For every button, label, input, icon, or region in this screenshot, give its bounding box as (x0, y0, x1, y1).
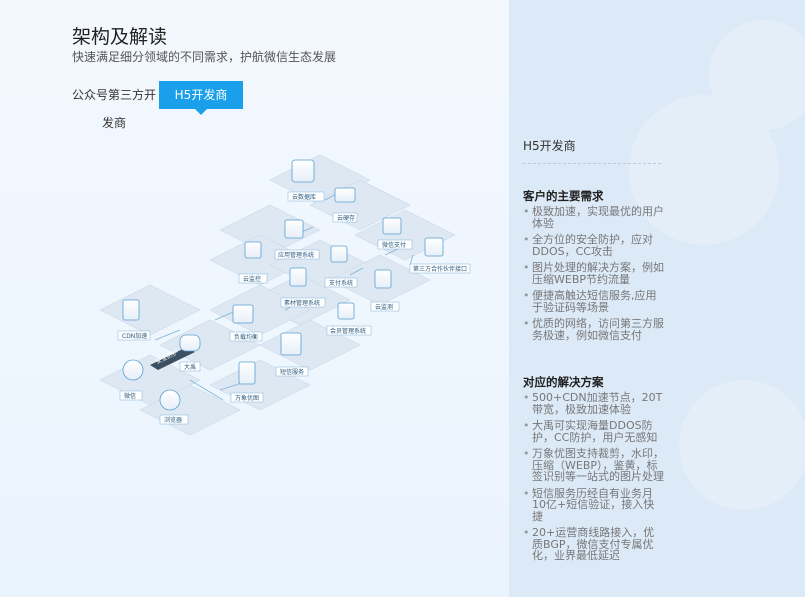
tab-h5-developer[interactable]: H5开发商 (159, 81, 243, 115)
shield-icon (179, 334, 201, 352)
tab-official-account-developer[interactable]: 公众号第三方开 发商 (72, 87, 160, 131)
database-icon (291, 159, 315, 183)
node-label: 云数据库 (292, 193, 316, 201)
list-item: 500+CDN加速节点，20T带宽，极致加速体验 (523, 392, 665, 415)
image-icon (238, 361, 256, 385)
panel-title: H5开发商 (523, 139, 576, 153)
node-label: 素材管理系统 (284, 299, 320, 307)
panel-divider (523, 163, 661, 164)
cdn-icon (122, 299, 140, 321)
payment-icon (330, 245, 348, 263)
sms-icon (280, 332, 302, 356)
solutions-heading: 对应的解决方案 (523, 375, 604, 389)
list-item: 优质的网络，访问第三方服务极速，例如微信支付 (523, 318, 665, 341)
browser-icon (159, 389, 181, 411)
node-label: 微信支付 (382, 241, 406, 249)
wechat-pay-icon (382, 217, 402, 235)
list-item: 万象优图支持裁剪，水印，压缩（WEBP），鉴黄，标签识别等一站式的图片处理 (523, 448, 665, 483)
monitor-icon (244, 241, 262, 259)
list-item: 图片处理的解决方案，例如压缩WEBP节约流量 (523, 262, 665, 285)
node-label: 大禹 (184, 363, 196, 371)
list-item: 全方位的安全防护，应对DDOS，CC攻击 (523, 234, 665, 257)
list-item: 极致加速，实现最优的用户体验 (523, 206, 665, 229)
storage-icon (334, 187, 356, 203)
solutions-section: 对应的解决方案 500+CDN加速节点，20T带宽，极致加速体验 大禹可实现海量… (523, 374, 665, 567)
node-label: 第三方合作伙伴接口 (413, 265, 467, 273)
node-label: 微信 (124, 392, 136, 400)
list-item: 大禹可实现海量DDOS防护，CC防护，用户无感知 (523, 420, 665, 443)
node-label: 云监测 (375, 303, 393, 311)
partner-api-icon (424, 237, 444, 257)
node-label: 云硬存 (337, 214, 355, 222)
chart-icon (374, 269, 392, 289)
list-item: 短信服务历经自有业务月10亿+短信验证，接入快捷 (523, 487, 665, 523)
tab-label-wrap: 发商 (102, 116, 127, 130)
needs-section: 客户的主要需求 极致加速，实现最优的用户体验 全方位的安全防护，应对DDOS，C… (523, 188, 665, 346)
list-item: 便捷高触达短信服务,应用于验证码等场景 (523, 290, 665, 313)
page-title: 架构及解读 (72, 26, 168, 48)
node-label: 浏览器 (164, 416, 182, 424)
member-icon (337, 302, 355, 320)
load-balance-icon (232, 304, 254, 324)
node-label: 支付系统 (329, 279, 353, 287)
page-subtitle: 快速满足细分领域的不同需求，护航微信生态发展 (72, 50, 337, 64)
tab-label: 公众号第三方开 (72, 88, 157, 102)
node-label: 万象优图 (235, 394, 259, 402)
node-label: CDN加速 (122, 332, 147, 340)
list-item: 20+运营商线路接入，优质BGP，微信支付专属优化，业界最低延迟 (523, 527, 665, 562)
node-label: 云监控 (243, 275, 261, 283)
node-label: 短信服务 (280, 368, 304, 376)
app-manage-icon (284, 219, 304, 239)
node-label: 应用管理系统 (278, 251, 314, 259)
node-label: 负载均衡 (234, 333, 258, 341)
architecture-diagram: 安全防护 云数据库 云硬存 (95, 150, 485, 440)
node-label: 会员管理系统 (330, 327, 366, 335)
wechat-icon (122, 359, 144, 381)
needs-heading: 客户的主要需求 (523, 189, 604, 203)
material-icon (289, 267, 307, 287)
tab-label: H5开发商 (174, 88, 228, 102)
